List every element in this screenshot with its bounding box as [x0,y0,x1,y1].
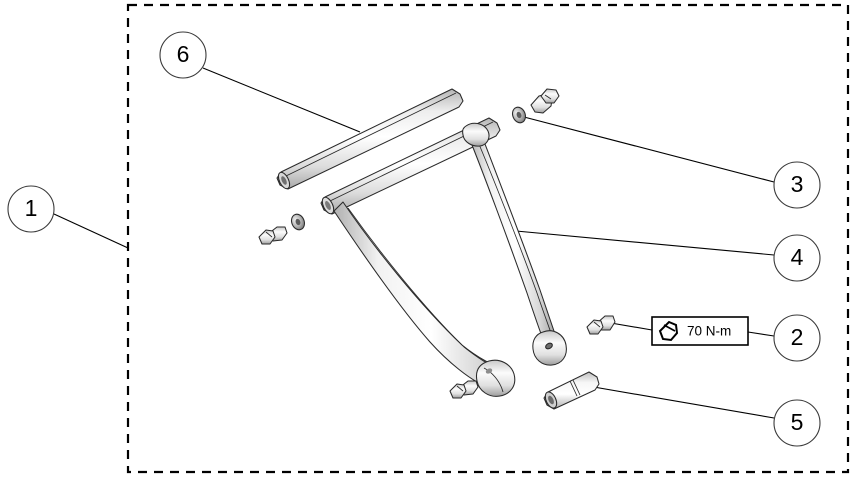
callout-1-circle[interactable] [7,185,55,233]
callout-4-label: 4 [791,244,804,270]
callout-5-circle[interactable] [773,399,821,447]
callout-6[interactable]: 6 [159,31,207,79]
callout-1-label: 1 [25,195,38,221]
part-hex-bolt-bottom [449,380,479,399]
callout-3[interactable]: 3 [773,161,821,209]
leader-line-2 [747,331,775,337]
torque-value: 70 N-m [687,324,731,339]
hex-bolt-head-slash [663,324,676,332]
assembly-group-boundary [126,3,850,474]
callout-6-label: 6 [177,41,190,67]
hex-bolt-head-icon [658,320,679,342]
callout-4[interactable]: 4 [773,234,821,282]
callout-6-circle[interactable] [159,31,207,79]
part-strut-tube [276,88,464,190]
leader-lines [53,67,775,419]
part-control-arm [320,117,567,397]
callout-2-circle[interactable] [773,314,821,362]
leader-line-6 [202,67,361,133]
part-bolt-washer-left [258,213,306,245]
callout-1[interactable]: 1 [7,185,55,233]
callout-5[interactable]: 5 [773,399,821,447]
part-bushing-sleeve [543,371,600,410]
leader-line-3 [523,116,775,183]
torque-note: 70 N-m [651,316,749,346]
callout-balloons: 1 6 3 4 2 5 [7,31,821,447]
callout-2[interactable]: 2 [773,314,821,362]
leader-line-1 [53,213,129,249]
callout-2-label: 2 [791,324,804,350]
callout-4-circle[interactable] [773,234,821,282]
leader-line-4 [515,230,775,256]
leader-line-5 [587,385,775,419]
callout-3-label: 3 [791,171,804,197]
callout-3-circle[interactable] [773,161,821,209]
callout-5-label: 5 [791,409,804,435]
part-hex-bolt-right [586,315,616,335]
part-bolt-washer-upper [511,88,560,124]
